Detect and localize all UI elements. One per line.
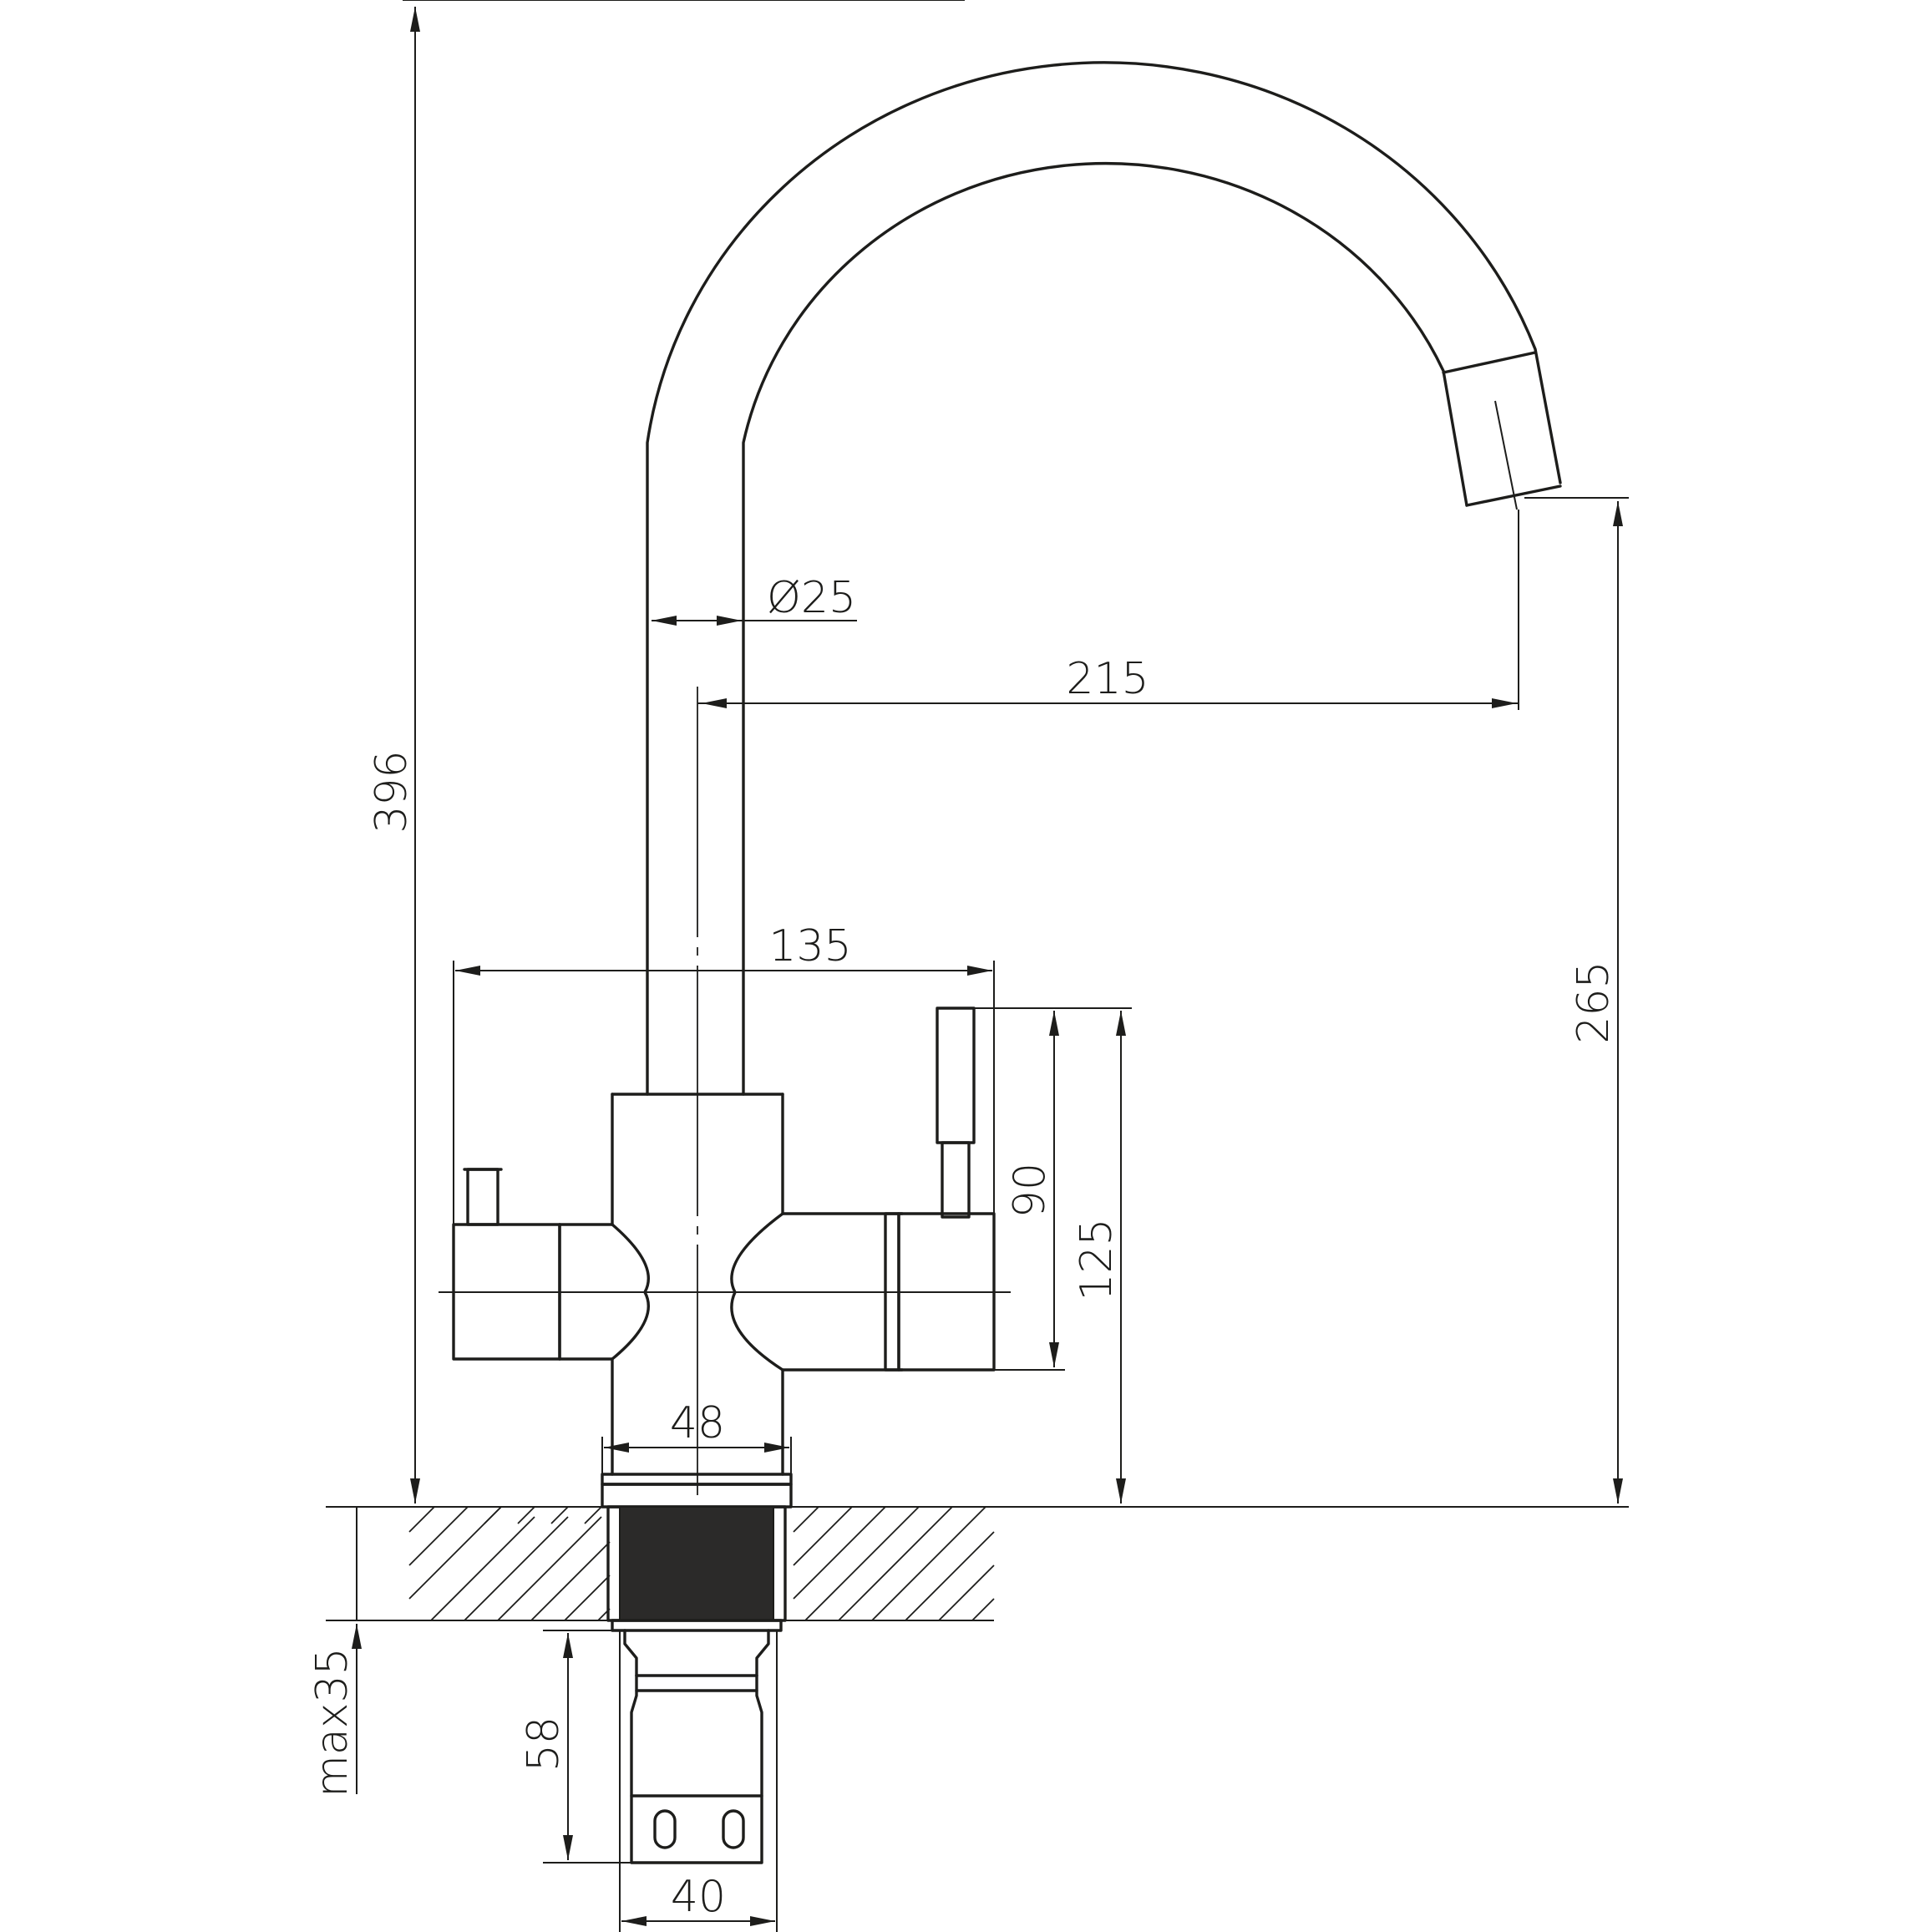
dim-spout-diameter-label: Ø25 <box>767 573 856 623</box>
spout <box>646 61 1562 1096</box>
dim-outlet-height-label: 265 <box>1569 961 1619 1043</box>
spout-outer-edge <box>646 61 1562 1096</box>
dim-total-height-label: 396 <box>367 750 417 833</box>
spout-nozzle-axis <box>1494 400 1518 510</box>
dim-outlet-height <box>994 497 1629 1508</box>
dim-base-width <box>601 1437 792 1474</box>
right-handle-lever-stem <box>941 1141 971 1219</box>
left-handle-pin <box>466 1168 499 1226</box>
dim-shank-length <box>543 1630 631 1864</box>
dim-total-height <box>403 0 965 1504</box>
dim-body-height-label: 125 <box>1072 1218 1122 1301</box>
dim-spout-reach <box>697 510 1519 710</box>
base-plate <box>601 1483 793 1509</box>
shank-thread <box>619 1506 774 1621</box>
dim-shank-width-label: 40 <box>671 1872 726 1922</box>
shank-nut-hole-left <box>653 1809 677 1849</box>
countertop-hatch-left <box>408 1506 611 1621</box>
right-handle-lever-grip <box>936 1007 976 1144</box>
dim-handle-span-label: 135 <box>768 921 851 971</box>
dim-spout-diameter <box>652 616 857 626</box>
shank-upper-taper <box>623 1629 770 1677</box>
dim-handle-span <box>453 961 995 1225</box>
shank-nut-hole-right <box>722 1809 745 1849</box>
dim-base-width-label: 48 <box>670 1398 725 1448</box>
countertop-hatch-right <box>793 1506 995 1621</box>
dim-countertop-thickness <box>326 1506 368 1794</box>
lower-shank <box>623 1629 770 1864</box>
dim-spout-reach-label: 215 <box>1066 654 1149 704</box>
spout-inner-edge <box>742 161 1468 1096</box>
base-ring <box>601 1473 793 1486</box>
shank-body <box>630 1674 763 1798</box>
dim-body-height <box>974 1007 1132 1504</box>
shank-nut <box>630 1794 763 1864</box>
dim-countertop-thickness-label: max35 <box>307 1647 357 1797</box>
right-handle <box>781 1007 996 1372</box>
dim-shank-width <box>619 1630 778 1932</box>
dim-shank-length-label: 58 <box>519 1716 569 1772</box>
left-handle <box>452 1168 614 1361</box>
shank-thread-end <box>611 1619 783 1632</box>
dim-lever-height-label: 90 <box>1005 1163 1055 1218</box>
countertop <box>326 1505 995 1632</box>
spout-nozzle-ring <box>1442 351 1537 374</box>
